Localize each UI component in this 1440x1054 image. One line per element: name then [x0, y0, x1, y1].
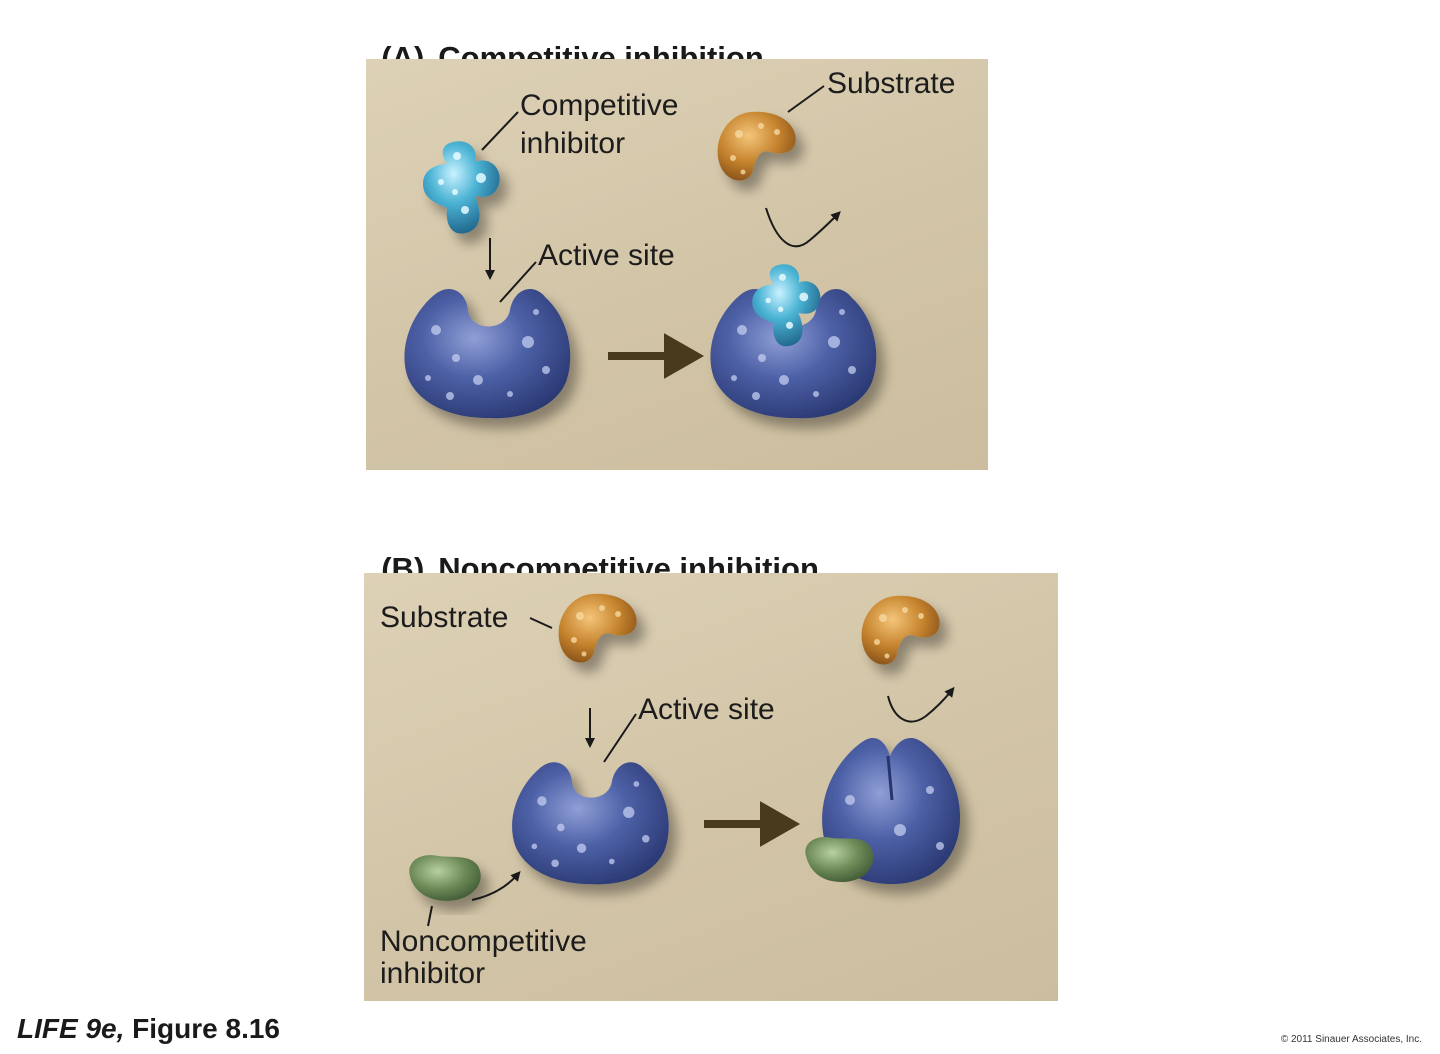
leader-line-substrate-b	[529, 617, 553, 629]
figure-caption: LIFE 9e, Figure 8.16	[17, 1013, 280, 1045]
substrate-molecule-b-released	[861, 595, 940, 665]
bound-noncompetitive-inhibitor	[805, 836, 874, 882]
substrate-released-arrow-b	[887, 686, 955, 723]
caption-figure: Figure 8.16	[132, 1013, 280, 1044]
substrate-molecule-b	[558, 593, 637, 663]
reaction-arrow-a	[608, 333, 705, 379]
label-noncompetitive-inhibitor: Noncompetitive inhibitor	[380, 926, 587, 990]
leader-line-active-site-b	[603, 713, 637, 763]
leader-line-competitive-inhibitor	[481, 111, 519, 151]
competitive-inhibitor-molecule	[423, 141, 500, 234]
copyright-notice: © 2011 Sinauer Associates, Inc.	[1280, 1034, 1422, 1045]
enzyme-a-free	[404, 288, 571, 419]
label-competitive-inhibitor: Competitive inhibitor	[520, 90, 678, 160]
noncompetitive-inhibitor-molecule	[409, 855, 481, 901]
label-noncompetitive-inhibitor-line1: Noncompetitive	[380, 925, 587, 958]
leader-line-noncompetitive-inhibitor	[427, 905, 433, 927]
label-active-site-a: Active site	[538, 239, 675, 272]
label-noncompetitive-inhibitor-line2: inhibitor	[380, 957, 486, 990]
label-competitive-inhibitor-line2: inhibitor	[520, 127, 626, 160]
caption-book: LIFE 9e,	[17, 1013, 125, 1044]
enzyme-b-free	[512, 762, 669, 885]
reaction-arrow-b	[704, 801, 801, 847]
substrate-blocked-arrow-a	[765, 207, 841, 248]
label-substrate-b: Substrate	[380, 601, 509, 634]
leader-line-active-site-a	[499, 261, 537, 303]
label-active-site-b: Active site	[638, 693, 775, 726]
label-competitive-inhibitor-line1: Competitive	[520, 89, 679, 122]
label-substrate-a: Substrate	[827, 67, 956, 100]
substrate-molecule-a	[717, 111, 796, 181]
inhibitor-binding-arrow-b	[471, 870, 521, 901]
leader-line-substrate-a	[787, 85, 825, 113]
